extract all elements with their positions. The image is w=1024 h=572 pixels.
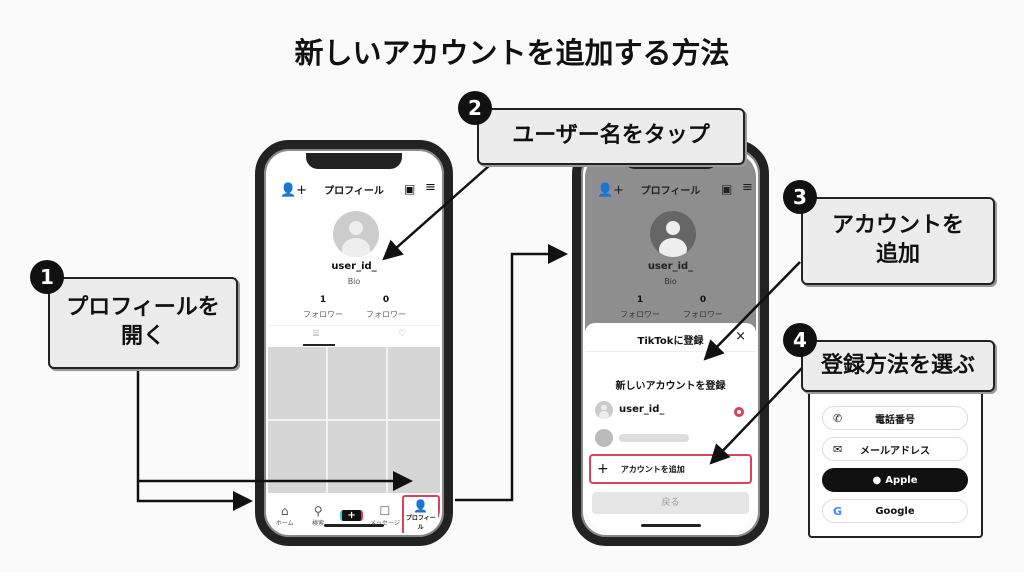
phone-icon: ✆ <box>833 411 843 425</box>
message-icon: ☐ <box>379 503 391 518</box>
callout-step-3: アカウントを 追加 <box>801 197 995 285</box>
profile-icon: 👤 <box>413 499 429 513</box>
google-icon: G <box>833 504 843 518</box>
username[interactable]: user_id_ <box>331 261 377 272</box>
callout-step-1: プロフィールを 開く <box>48 277 238 369</box>
bio: Bio <box>347 277 361 286</box>
calendar-icon: ▣ <box>721 182 733 196</box>
add-account-button[interactable]: + アカウントを追加 <box>589 454 752 484</box>
header-title: プロフィール <box>324 186 384 197</box>
notch <box>306 153 402 169</box>
stat-label: フォロワー <box>683 310 723 319</box>
placeholder-name <box>619 434 689 442</box>
arrow-step1-a <box>136 368 413 491</box>
step-number-2: 2 <box>458 91 492 125</box>
bio: Bio <box>664 277 677 286</box>
add-user-icon: 👤+ <box>597 183 625 198</box>
mail-icon: ✉ <box>833 442 843 456</box>
stat-value: 1 <box>319 295 327 305</box>
arrow-step2 <box>382 164 491 261</box>
arrow-step4 <box>709 367 803 465</box>
account-avatar <box>595 401 613 419</box>
nav-search[interactable]: ⚲検索 <box>301 504 334 527</box>
nav-create[interactable]: + <box>335 509 368 521</box>
search-icon: ⚲ <box>313 503 323 518</box>
plus-icon: + <box>340 509 363 521</box>
phone-add-account: 👤+ プロフィール ▣ ≡ user_id_ Bio 1 フォロワー 0 フォロ… <box>572 140 769 546</box>
register-sheet: TikTokに登録 × 新しいアカウントを登録 user_id_ + アカウント… <box>585 323 756 533</box>
stat-value: 1 <box>636 295 644 305</box>
avatar <box>650 211 696 257</box>
add-account-label: アカウントを追加 <box>620 464 685 474</box>
home-icon: ⌂ <box>280 503 289 518</box>
stat-value: 0 <box>699 295 707 305</box>
sheet-title: TikTokに登録 <box>637 336 704 347</box>
apple-icon: ● <box>872 474 882 486</box>
calendar-icon[interactable]: ▣ <box>404 182 416 196</box>
option-apple[interactable]: ●Apple <box>822 468 968 492</box>
stat-label: フォロワー <box>620 310 660 319</box>
back-button[interactable]: 戻る <box>592 492 749 514</box>
step-number-4: 4 <box>783 323 817 357</box>
arrow-step1-b <box>136 481 253 511</box>
stat-label: フォロワー <box>366 310 406 319</box>
phone-profile: 👤+ プロフィール ▣ ≡ user_id_ Bio 1 フォロワー 0 フォロ… <box>255 140 453 546</box>
menu-icon[interactable]: ≡ <box>425 180 436 195</box>
grid-tab-icon[interactable]: ⦙⦙⦙ <box>313 329 320 339</box>
callout-step-4: 登録方法を選ぶ <box>801 340 995 392</box>
arrow-to-phone2 <box>455 244 568 502</box>
placeholder-avatar <box>595 429 613 447</box>
account-username[interactable]: user_id_ <box>619 404 665 415</box>
callout-step-2: ユーザー名をタップ <box>477 108 745 165</box>
stat-label: フォロワー <box>303 310 343 319</box>
arrow-step3 <box>703 261 801 361</box>
video-grid <box>268 347 440 493</box>
stat-value: 0 <box>382 295 390 305</box>
nav-home[interactable]: ⌂ホーム <box>268 504 301 527</box>
username: user_id_ <box>647 261 694 272</box>
selected-indicator <box>734 407 744 417</box>
option-email[interactable]: ✉メールアドレス <box>822 437 968 461</box>
menu-icon: ≡ <box>742 180 753 195</box>
close-icon[interactable]: × <box>735 329 746 344</box>
step-number-3: 3 <box>783 180 817 214</box>
nav-profile[interactable]: 👤プロフィール <box>401 495 440 533</box>
page-title: 新しいアカウントを追加する方法 <box>294 36 730 70</box>
add-user-icon[interactable]: 👤+ <box>280 183 308 198</box>
avatar <box>333 211 379 257</box>
nav-message[interactable]: ☐メッセージ <box>369 503 400 527</box>
option-phone[interactable]: ✆電話番号 <box>822 406 968 430</box>
step-number-1: 1 <box>30 260 64 294</box>
liked-tab-icon[interactable]: ♡ <box>398 329 407 339</box>
plus-icon: + <box>597 461 609 477</box>
sheet-heading: 新しいアカウントを登録 <box>615 381 726 392</box>
header-title: プロフィール <box>640 186 701 197</box>
